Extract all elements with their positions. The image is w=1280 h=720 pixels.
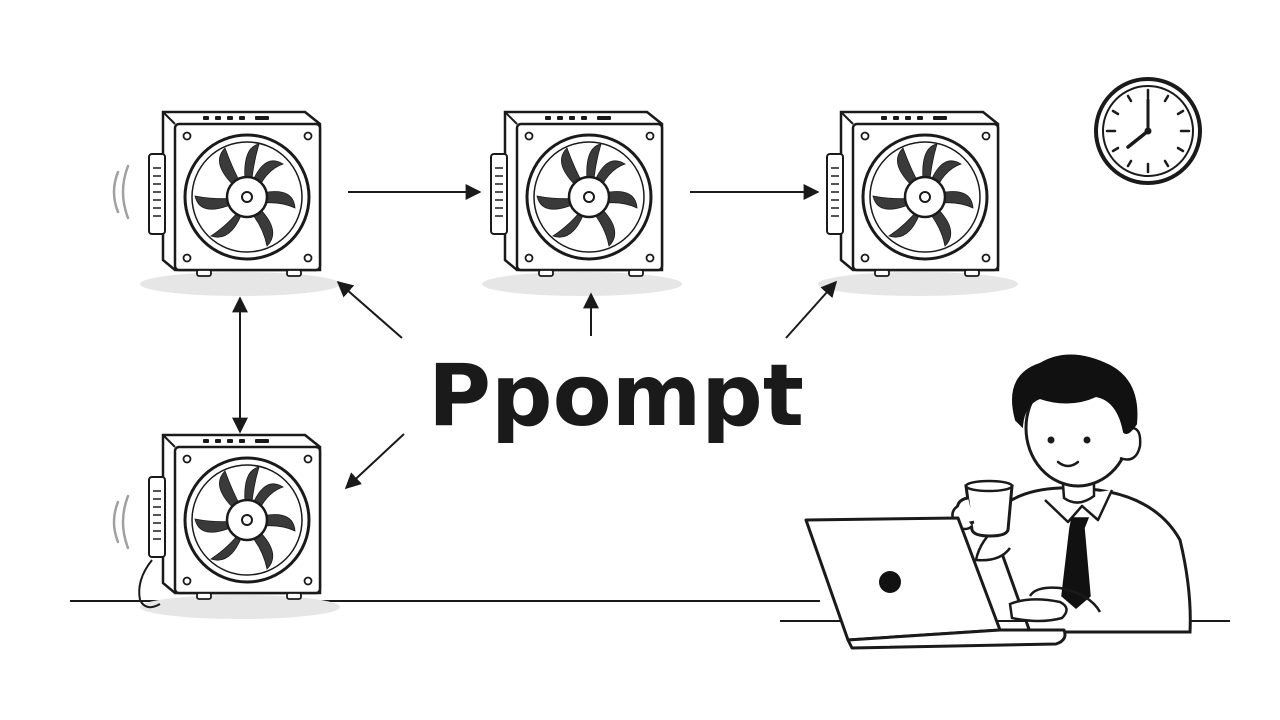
- power-cable: [138, 559, 161, 609]
- cooling-unit-bottom-left: [138, 433, 342, 621]
- central-label: Ppompt: [428, 346, 804, 446]
- vibration-marks-top-left: [112, 164, 130, 220]
- coffee-mug-icon: [951, 479, 1014, 538]
- cooling-unit-top-right: [816, 110, 1020, 298]
- cooling-unit-top-left: [138, 110, 342, 298]
- arrow-label-to-bottom-left: [344, 433, 405, 490]
- laptop-icon: [804, 516, 1102, 650]
- office-worker-illustration: [974, 354, 1192, 634]
- arrow-label-to-top-left: [336, 280, 403, 339]
- cooling-unit-top-center: [480, 110, 684, 298]
- arrow-label-to-top-right: [785, 280, 838, 339]
- wall-clock-icon: [1094, 77, 1202, 185]
- vibration-marks-bottom-left: [112, 494, 130, 550]
